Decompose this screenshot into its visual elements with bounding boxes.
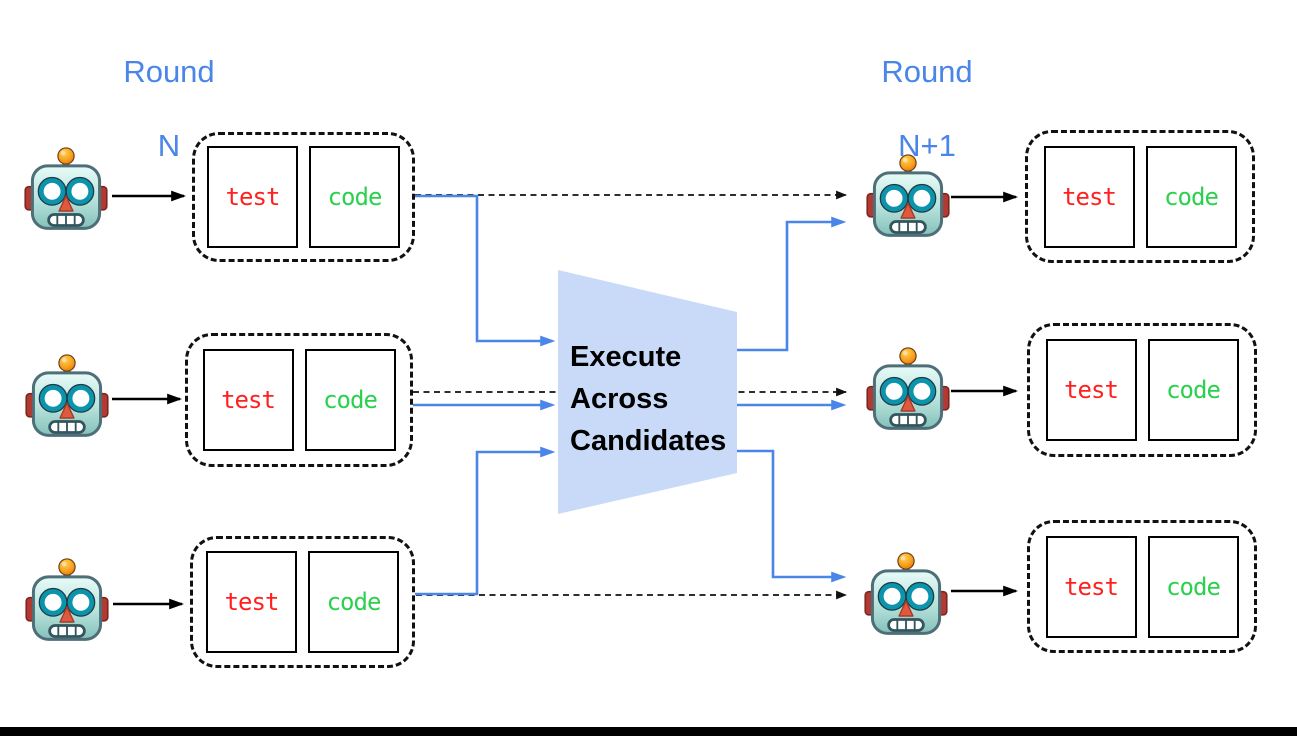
robot-icon — [26, 355, 108, 435]
round-n-line1: Round — [123, 54, 215, 89]
test-label: test — [221, 386, 276, 414]
code-box: code — [1147, 339, 1239, 441]
code-label: code — [323, 386, 378, 414]
black-arrows — [112, 190, 1019, 610]
blue-arrow-out-row1 — [737, 216, 847, 352]
test-box: test — [207, 146, 298, 248]
test-label: test — [225, 183, 281, 211]
test-label: test — [1064, 572, 1119, 601]
executor-label-line1: Execute — [570, 341, 682, 373]
round-n-line2: N — [157, 128, 181, 163]
executor-label-line3: Candidates — [570, 425, 727, 457]
bottom-divider — [0, 727, 1297, 736]
code-box: code — [1145, 145, 1237, 248]
robot-icon — [867, 348, 949, 428]
test-label: test — [1064, 376, 1119, 404]
code-label: code — [1166, 572, 1221, 601]
robot-icon — [865, 553, 947, 633]
round-n1-label: Round N+1 — [842, 16, 1012, 201]
code-label: code — [1166, 376, 1221, 404]
candidate-card-right-1: test code — [1025, 130, 1255, 263]
candidate-card-left-1: test code — [192, 132, 415, 262]
candidate-card-left-2: test code — [185, 333, 413, 467]
test-label: test — [1062, 182, 1117, 211]
candidate-card-left-3: test code — [190, 536, 415, 668]
code-label: code — [326, 588, 382, 616]
candidate-card-right-2: test code — [1027, 323, 1257, 457]
test-label: test — [224, 588, 280, 616]
blue-arrow-out-row3 — [737, 449, 847, 583]
robot-icon — [26, 559, 108, 639]
test-box: test — [1045, 339, 1137, 441]
code-label: code — [327, 183, 383, 211]
round-n1-line2: N+1 — [898, 128, 956, 163]
executor-trapezoid — [558, 270, 737, 514]
code-label: code — [1164, 182, 1219, 211]
test-box: test — [206, 551, 297, 653]
dashed-passthrough-arrows — [413, 190, 848, 600]
test-box: test — [1045, 535, 1137, 638]
round-n-label: Round N — [84, 16, 254, 201]
test-box: test — [1043, 145, 1135, 248]
blue-arrow-in-row3 — [415, 446, 556, 596]
blue-flow-arrows — [413, 194, 847, 596]
blue-arrow-in-row1 — [415, 194, 556, 347]
code-box: code — [309, 146, 400, 248]
candidate-card-right-3: test code — [1027, 520, 1257, 653]
executor-label-line2: Across — [570, 383, 669, 415]
test-box: test — [202, 349, 294, 451]
code-box: code — [308, 551, 399, 653]
round-n1-line1: Round — [881, 54, 973, 89]
code-box: code — [1147, 535, 1239, 638]
executor-label: Execute Across Candidates — [570, 336, 746, 462]
code-box: code — [304, 349, 396, 451]
